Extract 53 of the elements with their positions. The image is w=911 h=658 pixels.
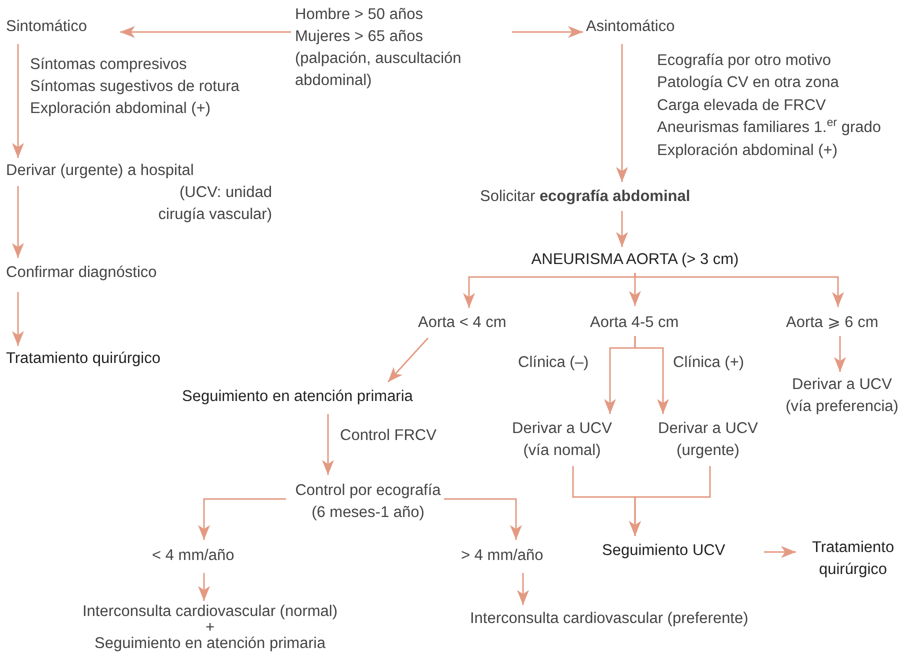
step-text: < 4 mm/año — [152, 546, 234, 566]
step-text: Control por ecografía (6 meses-1 año) — [294, 481, 442, 523]
criteria-text: (palpación, auscultación abdominal) — [295, 49, 462, 91]
criteria-text: Exploración abdominal (+) — [657, 141, 838, 161]
step-text: Aorta ⩾ 6 cm — [786, 313, 878, 333]
step-text: Solicitar ecografía abdominal — [480, 187, 690, 207]
arrow — [764, 546, 796, 558]
step-text: Sintomático — [6, 17, 87, 37]
arrow — [616, 44, 628, 182]
step-text: + — [205, 620, 215, 636]
step-heading: Seguimiento UCV — [602, 541, 726, 561]
criteria-text: Carga elevada de FRCV — [657, 96, 826, 116]
arrow — [322, 414, 334, 475]
criteria-text: Ecografía por otro motivo — [657, 51, 832, 71]
step-text: > 4 mm/año — [461, 546, 544, 566]
arrow — [634, 336, 669, 414]
step-text: Derivar (urgente) a hospital — [6, 161, 194, 181]
step-text: Interconsulta cardiovascular (normal) — [82, 604, 338, 620]
arrow — [12, 186, 24, 258]
arrow — [629, 466, 711, 536]
step-text: (UCV: unidad cirugía vascular) — [157, 183, 272, 225]
step-text: Derivar a UCV (vía nomal) — [511, 419, 613, 461]
step-text: Asintomático — [586, 17, 675, 37]
criteria-text: Mujeres > 65 años — [295, 27, 423, 47]
criteria-text: Hombre > 50 años — [295, 5, 423, 25]
arrow — [517, 573, 529, 605]
criteria-text: Exploración abdominal (+) — [30, 99, 210, 119]
arrow — [512, 26, 583, 38]
step-heading: Seguimiento en atención primaria — [182, 387, 413, 407]
arrow — [834, 336, 846, 372]
step-text: Derivar a UCV (vía preferencia) — [784, 375, 900, 417]
step-text: Aorta < 4 cm — [418, 313, 506, 333]
arrow — [198, 498, 286, 540]
arrow — [387, 338, 429, 382]
step-text: Aorta 4-5 cm — [590, 313, 679, 333]
arrow — [634, 273, 844, 307]
criteria-text: Patología CV en otra zona — [657, 73, 839, 93]
step-heading: ANEURISMA AORTA (> 3 cm) — [531, 250, 739, 270]
criteria-text: Síntomas compresivos — [30, 55, 187, 75]
arrow — [12, 292, 24, 346]
outcome-text: Tratamiento quirúrgico — [6, 349, 160, 369]
arrow — [12, 44, 24, 158]
arrow — [198, 573, 210, 601]
arrow — [444, 498, 522, 540]
outcome-text: Tratamiento quirúrgico — [810, 538, 896, 580]
step-text: Interconsulta cardiovascular (preferente) — [470, 609, 748, 629]
step-text: Seguimiento en atención primaria — [94, 636, 326, 652]
arrow — [616, 211, 628, 247]
criteria-text: Aneurismas familiares 1.$^{er}$ grado — [657, 117, 881, 138]
arrow — [120, 26, 291, 38]
criteria-text: Síntomas sugestivos de rotura — [30, 77, 240, 97]
step-text: Confirmar diagnóstico — [6, 263, 157, 283]
step-text: Derivar a UCV (urgente) — [657, 419, 759, 461]
